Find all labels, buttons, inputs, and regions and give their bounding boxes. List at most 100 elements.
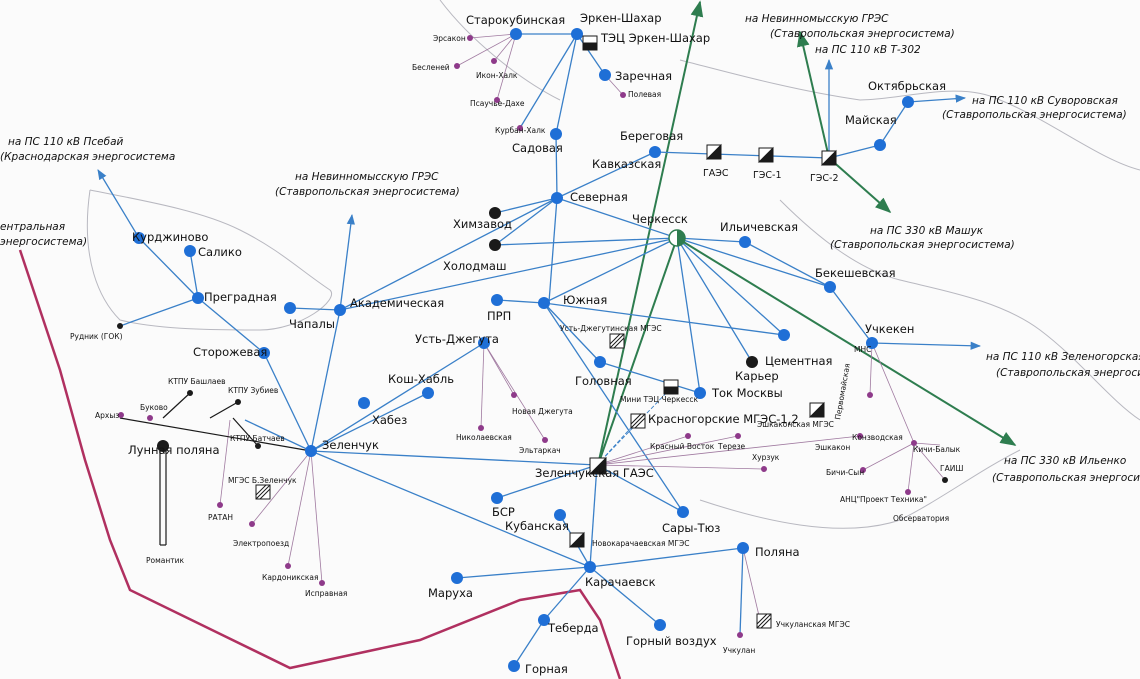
map-label: Буково — [140, 403, 168, 412]
node-teberda — [538, 614, 550, 626]
plant-zelenchukskaya — [588, 456, 607, 475]
map-mark — [808, 401, 825, 418]
map-mark — [677, 230, 685, 246]
map-mark — [285, 563, 291, 569]
map-mark — [860, 467, 866, 473]
map-mark — [232, 417, 259, 447]
map-label: ПРП — [487, 309, 511, 323]
map-mark — [757, 146, 774, 163]
map-mark — [219, 419, 231, 506]
map-label: Зеленчук — [322, 438, 379, 452]
map-mark — [496, 464, 598, 499]
map-mark — [588, 456, 607, 475]
map-mark — [913, 442, 941, 446]
map-label: Полевая — [628, 90, 661, 99]
plant-novokarachaevskaya — [568, 531, 585, 548]
node-starokubinskaya — [510, 28, 522, 40]
map-label: Карачаевск — [585, 575, 656, 589]
map-mark — [249, 521, 255, 527]
map-label: ГЭС-1 — [753, 170, 782, 181]
map-mark — [679, 59, 1140, 171]
map-mark — [779, 199, 1140, 421]
node-ktpu-batchaev — [255, 443, 261, 449]
map-label: Чапалы — [289, 317, 335, 331]
map-mark — [548, 197, 558, 303]
plant-mini-tec — [663, 379, 679, 395]
map-label: (Ставропольская энергосист — [992, 472, 1140, 484]
map-mark — [189, 250, 199, 299]
map-label: Садовая — [512, 141, 563, 155]
map-mark — [556, 197, 678, 239]
map-mark — [867, 392, 873, 398]
map-mark — [494, 197, 558, 214]
map-mark — [255, 484, 271, 500]
node-maiskaya — [874, 139, 886, 151]
map-label: Карьер — [735, 369, 779, 383]
map-label: Салико — [198, 245, 242, 259]
map-label: Романтик — [146, 556, 185, 565]
map-label: Рудник (ГОК) — [70, 332, 123, 341]
map-mark — [118, 412, 124, 418]
map-label: Бичи-Сын — [826, 468, 864, 477]
map-label: Эшкаконская МГЭС — [757, 420, 834, 429]
map-label: Эшкакон — [815, 443, 850, 452]
map-mark — [456, 33, 517, 67]
map-label: Кубанская — [505, 519, 569, 533]
node-kholodmash — [489, 239, 501, 251]
map-mark — [676, 237, 753, 363]
plant-ges2 — [820, 149, 837, 166]
map-mark — [609, 333, 625, 349]
map-mark — [744, 241, 831, 288]
map-label: Бесленей — [412, 63, 450, 72]
map-label: Южная — [563, 293, 607, 307]
map-label: Первомайская — [833, 363, 852, 421]
substations — [133, 28, 914, 672]
map-mark — [620, 92, 626, 98]
map-mark — [543, 302, 684, 513]
map-label: Преградная — [204, 290, 277, 304]
map-mark — [209, 401, 239, 419]
map-mark — [513, 619, 545, 667]
node-kosh-khabl — [422, 387, 434, 399]
node-zarechnaya — [599, 69, 611, 81]
map-label: (Ставропольская энергосист — [996, 367, 1140, 379]
map-mark — [589, 566, 661, 626]
node-ktpu-bashlaev — [187, 390, 193, 396]
plant-gaes — [705, 143, 722, 160]
map-mark — [439, 0, 561, 101]
map-label: Октябрьская — [868, 79, 946, 93]
map-mark — [613, 337, 625, 349]
map-mark — [630, 413, 642, 425]
map-label: КТПУ Башлаев — [168, 377, 226, 386]
node-ilichevskaya — [739, 236, 751, 248]
map-label: Николаевская — [456, 433, 512, 442]
map-label: КТПУ Зубиев — [228, 386, 278, 395]
map-label: (Ставропольская энергосистема) — [942, 109, 1127, 121]
map-mark — [676, 237, 1017, 446]
map-mark — [310, 342, 485, 452]
map-mark — [761, 466, 767, 472]
map-label: КТПУ Батчаев — [230, 434, 285, 443]
map-mark — [310, 450, 598, 466]
map-label: Новокарачаевская МГЭС — [592, 539, 689, 548]
map-label: Береговая — [620, 129, 683, 143]
map-mark — [913, 442, 946, 481]
map-mark — [871, 341, 982, 350]
map-label: на Невинномысскую ГРЭС — [745, 13, 889, 25]
map-mark — [469, 33, 517, 39]
node-beregovaya — [649, 146, 661, 158]
map-label: на ПС 330 кВ Ильенко — [1004, 455, 1126, 467]
node-karachaevsk — [584, 561, 596, 573]
map-mark — [454, 63, 460, 69]
map-label: Эрсакон — [433, 34, 466, 43]
map-mark — [310, 392, 429, 452]
map-mark — [609, 333, 621, 345]
map-mark — [907, 442, 915, 493]
node-khimzavod — [489, 207, 501, 219]
node-oktyabrskaya — [902, 96, 914, 108]
map-mark — [556, 151, 656, 199]
map-label: Конзводская — [852, 433, 903, 442]
node-bekeshevskaya — [824, 281, 836, 293]
map-label: Лунная поляна — [128, 443, 220, 457]
